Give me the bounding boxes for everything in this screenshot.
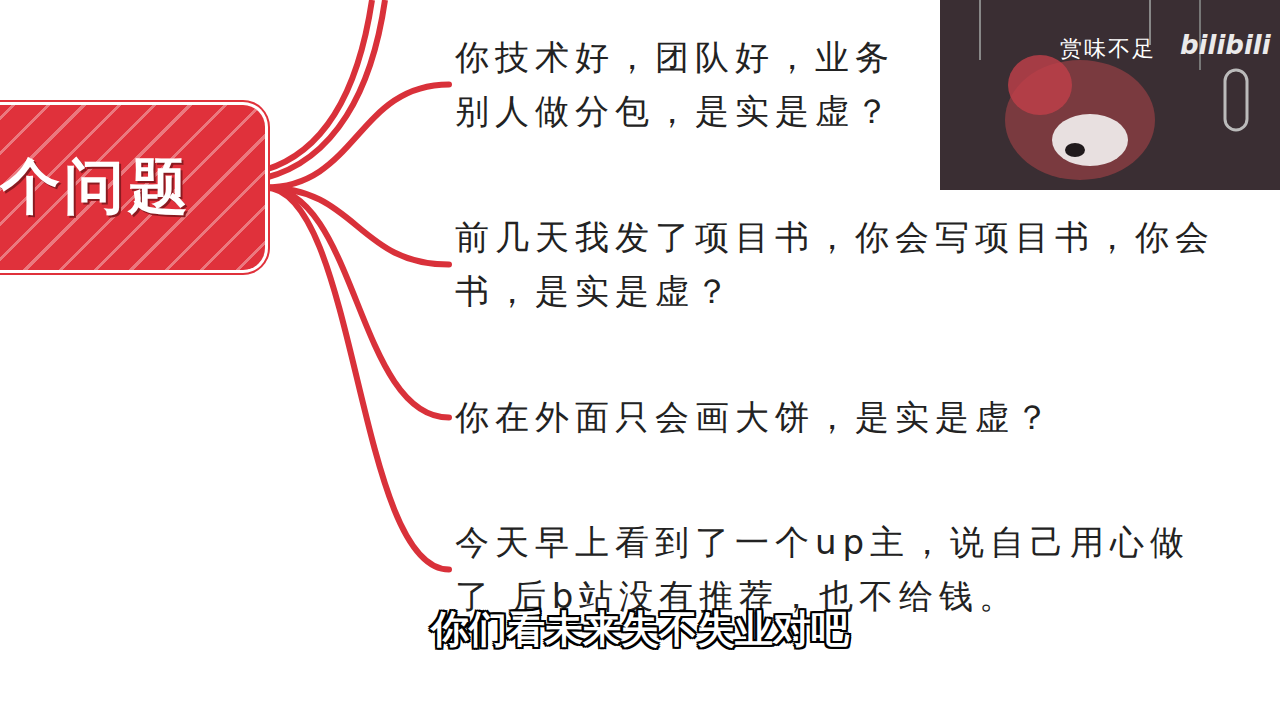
- topic-root-box: 个问题: [0, 105, 265, 270]
- video-overlay: [940, 0, 1280, 190]
- uploader-watermark: 赏味不足: [1060, 34, 1156, 64]
- overlay-streak: [979, 0, 981, 60]
- topic-text: 你技术好，团队好，业务 别人做分包，是实是虚？: [455, 30, 915, 139]
- subtitle: 你们看未来失不失业对吧: [431, 604, 849, 655]
- branch-topic: 你在外面只会画大饼，是实是虚？: [455, 390, 1055, 445]
- overlay-shade: [940, 0, 1280, 190]
- branch-topic: 你技术好，团队好，业务 别人做分包，是实是虚？: [455, 30, 915, 139]
- branch-connector: [265, 188, 449, 570]
- branch-topic: 前几天我发了项目书，你会写项目书，你会 书，是实是虚？: [455, 210, 1235, 319]
- site-watermark: bilibili: [1180, 30, 1271, 60]
- branch-line: [265, 0, 385, 178]
- raccoon-ear: [1008, 55, 1072, 115]
- topic-text: 你在外面只会画大饼，是实是虚？: [455, 390, 1055, 444]
- root-title: 个问题: [0, 147, 245, 228]
- branch-line: [265, 0, 372, 170]
- overlay-light: [1225, 70, 1247, 130]
- topic-text: 前几天我发了项目书，你会写项目书，你会 书，是实是虚？: [455, 210, 1235, 319]
- raccoon-nose: [1065, 143, 1085, 157]
- overlay-ground: [940, 0, 1280, 190]
- branch-connector: [265, 85, 449, 188]
- raccoon-face: [1052, 114, 1128, 166]
